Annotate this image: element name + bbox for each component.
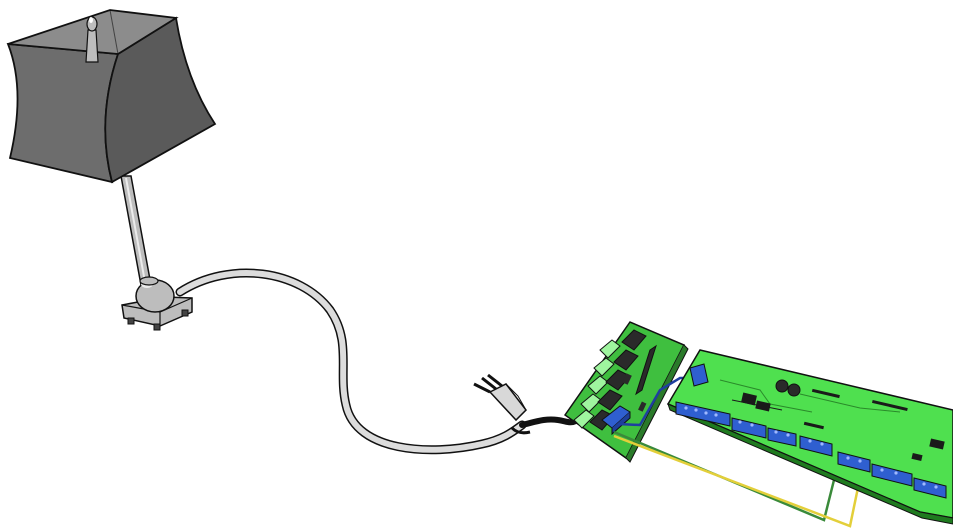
lamp-finial <box>86 30 98 62</box>
controller-pcb <box>668 350 953 518</box>
controller-board <box>668 350 953 524</box>
crystal-oscillator <box>776 380 788 392</box>
table-lamp <box>8 10 215 330</box>
cord-lead <box>522 419 576 425</box>
plug-prong <box>474 384 490 392</box>
power-cord <box>180 273 576 450</box>
cord-body <box>180 273 522 450</box>
lamp-shade-left-face <box>8 44 118 182</box>
